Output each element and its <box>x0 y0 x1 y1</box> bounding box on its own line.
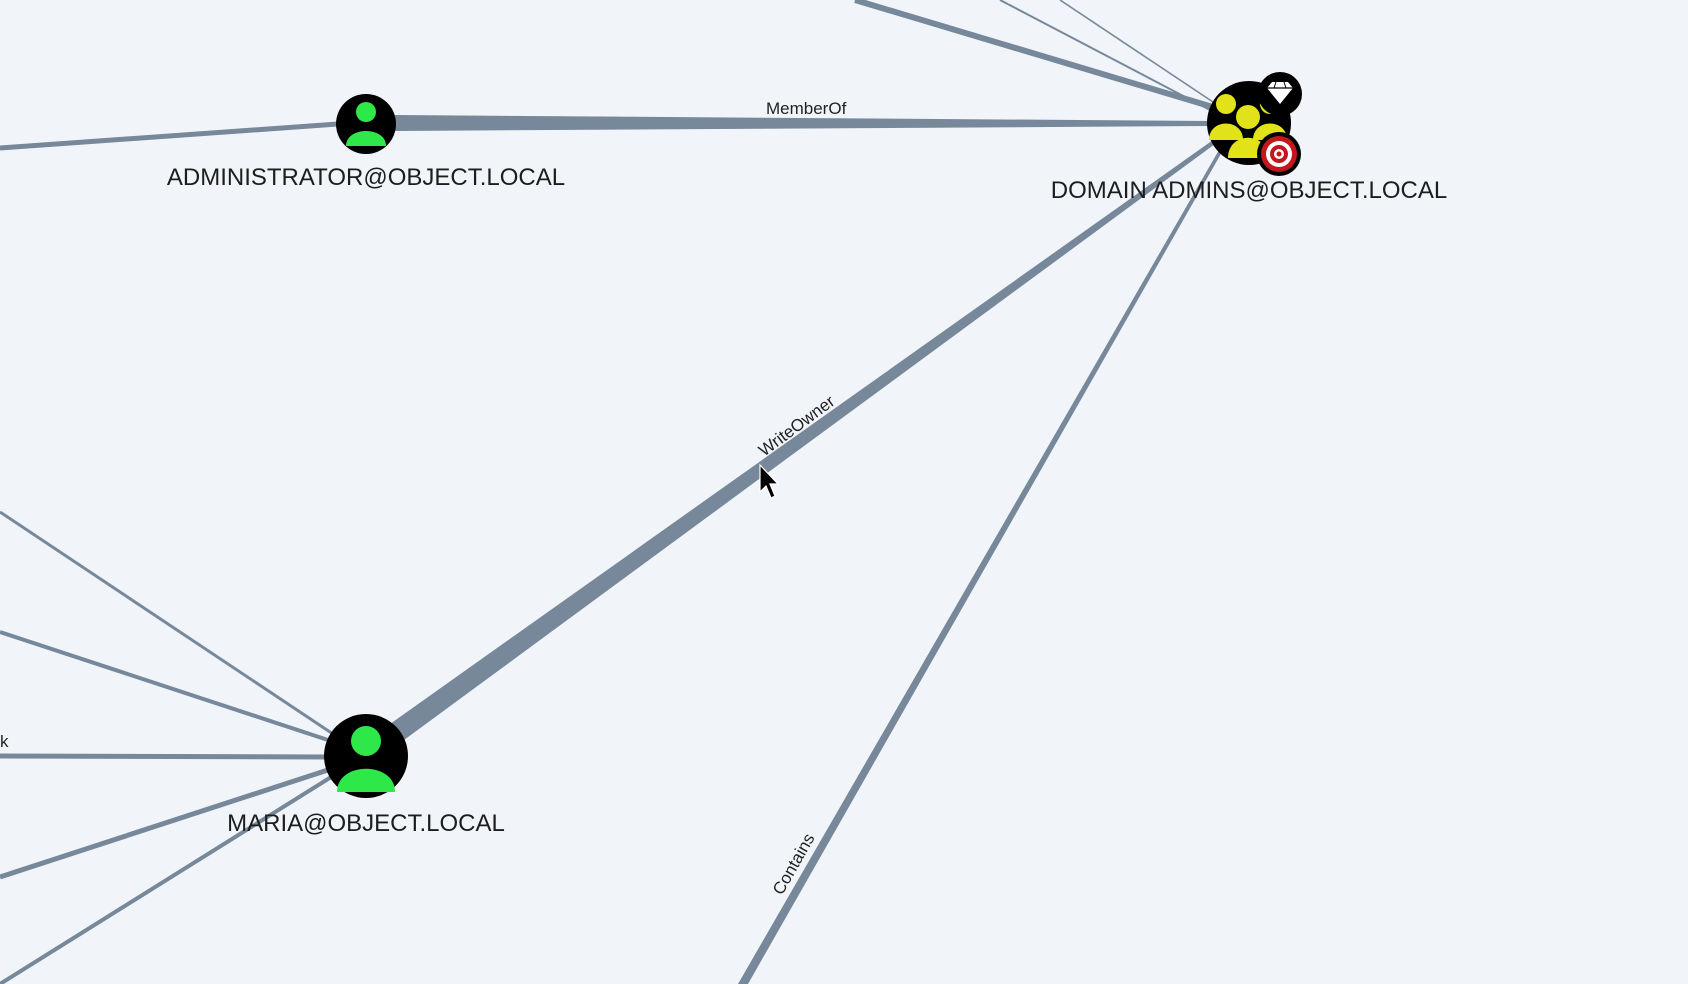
edge-offscreen-top-1[interactable] <box>854 0 1217 111</box>
edge-offscreen-to-maria-1[interactable] <box>0 510 337 738</box>
node-administrator[interactable]: ADMINISTRATOR@OBJECT.LOCAL <box>167 94 565 191</box>
user-icon <box>337 726 395 792</box>
edge-offscreen-to-maria-3[interactable]: k <box>0 732 329 760</box>
edge-offscreen-top-2[interactable] <box>1059 0 1217 105</box>
node-domain-admins[interactable]: DOMAIN ADMINS@OBJECT.LOCAL <box>1051 72 1447 204</box>
edge-offscreen-to-maria-2[interactable] <box>0 630 335 744</box>
user-icon <box>346 102 386 146</box>
edge-label-memberof: MemberOf <box>766 99 847 118</box>
edge-writeowner[interactable]: WriteOwner <box>390 140 1215 740</box>
mouse-cursor-icon <box>759 463 780 499</box>
node-maria[interactable]: MARIA@OBJECT.LOCAL <box>227 714 505 837</box>
edge-offscreen-to-administrator[interactable] <box>0 121 339 151</box>
node-label-domain-admins: DOMAIN ADMINS@OBJECT.LOCAL <box>1051 177 1447 204</box>
edge-offscreen-to-maria-4[interactable] <box>0 765 335 880</box>
node-label-maria: MARIA@OBJECT.LOCAL <box>227 810 505 837</box>
target-icon <box>1257 132 1301 176</box>
edge-offscreen-top-3[interactable] <box>999 0 1211 111</box>
node-label-administrator: ADMINISTRATOR@OBJECT.LOCAL <box>167 164 565 191</box>
edge-offscreen-to-maria-5[interactable] <box>0 772 338 984</box>
edge-memberof[interactable]: MemberOf <box>395 99 1212 131</box>
edge-label-partial-left: k <box>0 732 9 751</box>
edge-contains[interactable]: Contains <box>738 150 1222 984</box>
high-value-diamond-icon <box>1258 72 1302 116</box>
group-icon <box>1209 94 1287 158</box>
